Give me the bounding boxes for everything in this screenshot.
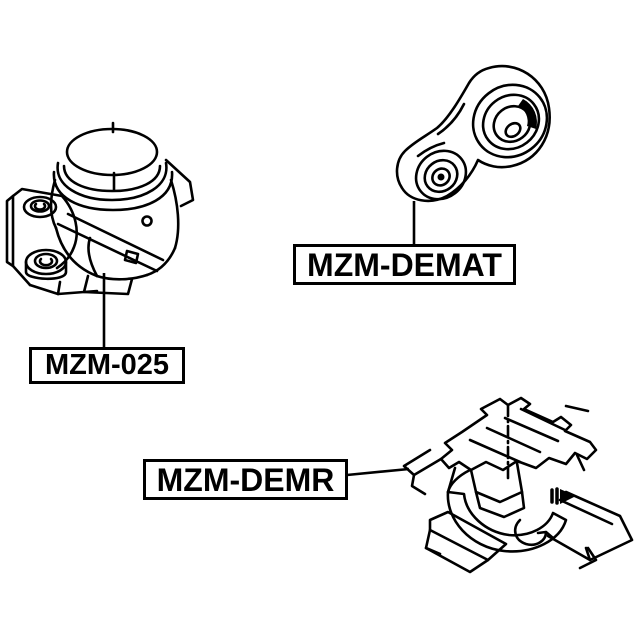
small-bushing-outer	[414, 149, 468, 201]
part-code-text: MZM-DEMR	[156, 461, 335, 498]
part-code-text: MZM-DEMAT	[307, 246, 502, 283]
leader-line-mzm-demr	[346, 467, 410, 477]
top-edge-tick	[564, 404, 590, 413]
large-bushing-crescent	[518, 99, 537, 129]
part-label-mzm-demr: MZM-DEMR	[143, 459, 348, 500]
left-tab	[402, 448, 443, 477]
bracket-boss-upper	[22, 195, 58, 219]
small-bushing-center	[437, 173, 445, 181]
direction-arrow-head	[560, 489, 576, 504]
part-illustration-mzm-demr	[402, 396, 634, 574]
clamp-hook-mark	[513, 518, 555, 547]
right-tab	[164, 158, 195, 208]
direction-arrow-bars	[550, 487, 559, 505]
square-hole	[123, 249, 140, 265]
part-label-mzm-demat: MZM-DEMAT	[293, 244, 516, 285]
mount-top-face	[65, 127, 159, 177]
small-hole	[141, 215, 153, 227]
part-illustration-mzm-025	[5, 121, 195, 296]
curved-arm	[446, 490, 568, 553]
stepped-top-plate	[439, 396, 598, 472]
large-bushing-outer	[471, 83, 549, 159]
large-bushing-hole	[504, 121, 522, 139]
part-label-mzm-025: MZM-025	[29, 347, 185, 384]
right-foot	[578, 546, 598, 570]
right-plate	[546, 490, 634, 562]
part-illustration-mzm-demat	[395, 64, 551, 203]
part-code-text: MZM-025	[44, 349, 170, 381]
lower-left-plate	[428, 510, 508, 562]
dogbone-outline	[395, 64, 551, 203]
